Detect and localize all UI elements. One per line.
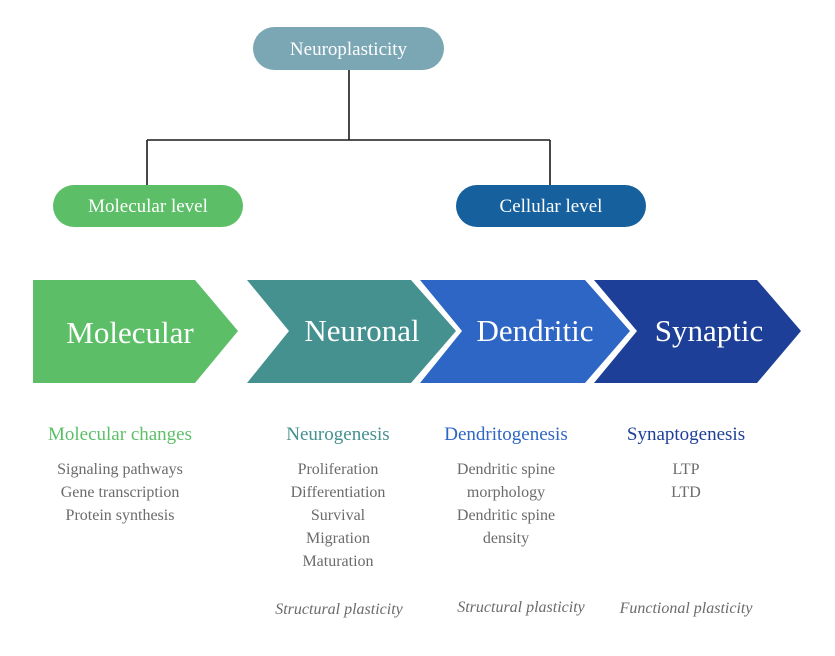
structural-plasticity-note: Structural plasticity bbox=[457, 599, 585, 616]
column-heading: Neurogenesis bbox=[286, 424, 390, 445]
stage-neuronal-label: Neuronal bbox=[304, 313, 419, 348]
list-item: Gene transcription bbox=[60, 484, 180, 501]
column-heading: Dendritogenesis bbox=[444, 424, 568, 445]
stage-molecular-label: Molecular bbox=[66, 315, 194, 350]
molecular-changes-column: Molecular changes Signaling pathways Gen… bbox=[20, 424, 220, 527]
molecular-level-label: Molecular level bbox=[88, 196, 208, 217]
column-heading: Synaptogenesis bbox=[626, 424, 746, 445]
list-item: LTD bbox=[671, 484, 701, 501]
list-item: morphology bbox=[466, 484, 546, 501]
list-item: Survival bbox=[310, 507, 366, 524]
list-item: LTP bbox=[672, 461, 700, 478]
column-heading: Molecular changes bbox=[47, 424, 193, 445]
stage-synaptic-label: Synaptic bbox=[655, 313, 764, 348]
dendritogenesis-column: Dendritogenesis Dendritic spine morpholo… bbox=[406, 424, 606, 550]
stage-neuronal-arrow bbox=[247, 280, 456, 383]
functional-plasticity-note: Functional plasticity bbox=[619, 600, 753, 617]
neurogenesis-column: Neurogenesis Proliferation Differentiati… bbox=[238, 424, 438, 573]
cellular-level-node bbox=[456, 185, 646, 227]
synaptogenesis-column: Synaptogenesis LTP LTD bbox=[586, 424, 786, 504]
list-item: Proliferation bbox=[297, 461, 379, 478]
list-item: Maturation bbox=[302, 553, 374, 570]
list-item: Dendritic spine bbox=[456, 461, 556, 478]
stage-synaptic-arrow bbox=[594, 280, 801, 383]
list-item: density bbox=[482, 530, 530, 547]
list-item: Protein synthesis bbox=[65, 507, 175, 524]
list-item: Migration bbox=[306, 530, 370, 547]
list-item: Differentiation bbox=[290, 484, 386, 501]
stage-dendritic-label: Dendritic bbox=[476, 313, 593, 348]
root-label: Neuroplasticity bbox=[290, 39, 408, 60]
tree-connectors bbox=[146, 70, 551, 185]
structural-plasticity-note: Structural plasticity bbox=[275, 601, 403, 618]
stage-dendritic-arrow bbox=[420, 280, 630, 383]
molecular-level-node bbox=[53, 185, 243, 227]
root-node bbox=[253, 27, 444, 70]
list-item: Dendritic spine bbox=[456, 507, 556, 524]
stage-molecular-arrow bbox=[33, 280, 238, 383]
cellular-level-label: Cellular level bbox=[500, 196, 603, 217]
list-item: Signaling pathways bbox=[57, 461, 183, 478]
